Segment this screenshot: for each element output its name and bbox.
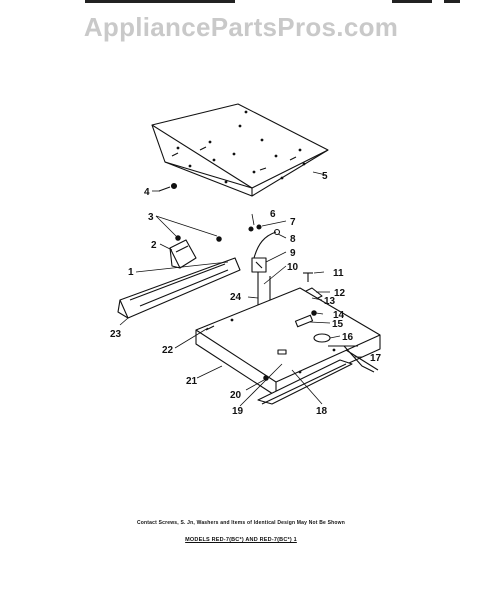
callout-1: 1 [128, 267, 134, 278]
panel-rivets [176, 110, 306, 184]
callout-22: 22 [162, 345, 174, 356]
top-border-right [392, 0, 432, 3]
callout-11: 11 [333, 268, 344, 279]
callout-2: 2 [151, 240, 157, 251]
models-label: MODELS RED-7(BC*) AND RED-7(BC*) 1 [185, 537, 297, 543]
callout-16: 16 [342, 332, 354, 343]
callout-24: 24 [230, 292, 242, 303]
callout-18: 18 [316, 406, 328, 417]
thermostat [251, 257, 267, 273]
top-cover-panel [151, 103, 329, 197]
callout-3: 3 [148, 212, 154, 223]
leader-lines [119, 171, 362, 407]
bracket-2 [169, 239, 197, 269]
footnote: Contact Screws, S. Jn, Washers and Items… [136, 520, 346, 526]
screw-4 [158, 182, 178, 192]
watermark: AppliancePartsPros.com [83, 12, 399, 42]
top-border-left [85, 0, 235, 3]
callout-14: 14 [333, 310, 345, 321]
left-rail [117, 257, 241, 319]
callout-15: 15 [332, 319, 344, 330]
callout-8: 8 [290, 234, 296, 245]
callout-20: 20 [230, 390, 242, 401]
callout-7: 7 [290, 217, 296, 228]
callout-23: 23 [110, 329, 122, 340]
callout-9: 9 [290, 248, 296, 259]
callout-12: 12 [334, 288, 346, 299]
top-border-far-right [444, 0, 460, 3]
callout-21: 21 [186, 376, 198, 387]
callout-5: 5 [322, 171, 328, 182]
callout-10: 10 [287, 262, 299, 273]
callout-6: 6 [270, 209, 276, 220]
callout-17: 17 [370, 353, 382, 364]
callout-19: 19 [232, 406, 244, 417]
callout-13: 13 [324, 296, 336, 307]
rod-17 [328, 345, 379, 373]
callout-4: 4 [144, 187, 150, 198]
